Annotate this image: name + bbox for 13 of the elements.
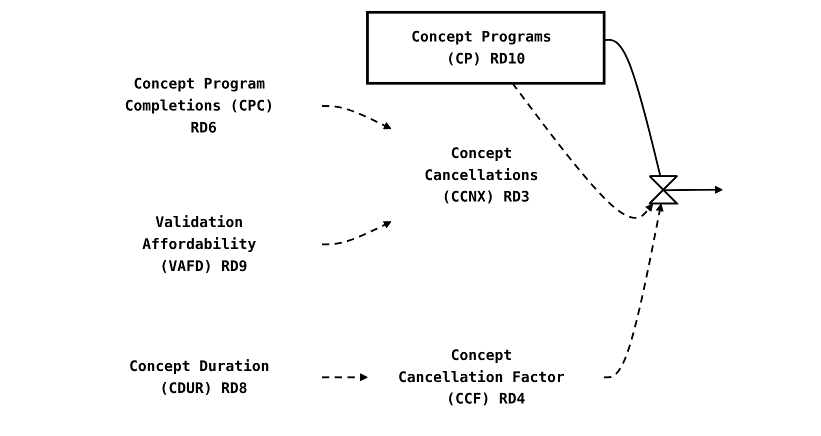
node-text: Concept Cancellations (CCNX) RD3	[424, 144, 539, 206]
arrow	[322, 105, 392, 130]
connector	[604, 38, 662, 177]
arrow	[512, 82, 654, 219]
arrow	[322, 221, 392, 246]
node-text: Concept Program Completions (CPC) RD6	[124, 75, 274, 136]
node-text: Concept Cancellation Factor (CCF) RD4	[398, 346, 565, 408]
node-text: Validation Affordability (VAFD) RD9	[142, 213, 256, 274]
node-text: Concept Duration (CDUR) RD8	[129, 357, 270, 396]
arrow	[322, 373, 368, 382]
node-box: Concept Programs (CP) RD10	[366, 10, 606, 85]
arrow	[664, 186, 724, 194]
arrow	[604, 204, 664, 378]
